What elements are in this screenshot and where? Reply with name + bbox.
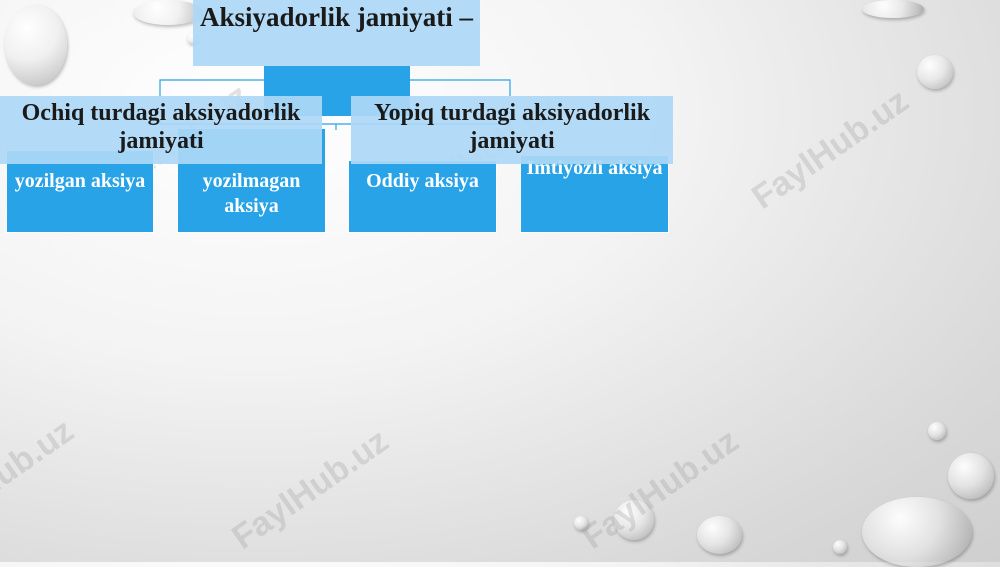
water-droplet bbox=[862, 497, 972, 567]
water-droplet bbox=[697, 516, 742, 554]
root-node: Aksiyadorlik jamiyati – bbox=[193, 0, 480, 66]
water-droplet bbox=[928, 422, 946, 440]
branch-node-label: Ochiq turdagi aksiyadorlik jamiyati bbox=[21, 100, 301, 154]
leaf-node-yozilmagan: yozilmagan aksiya bbox=[177, 128, 326, 233]
root-node-label: Aksiyadorlik jamiyati – bbox=[199, 2, 474, 32]
water-droplet bbox=[133, 0, 203, 25]
leaf-node-imtiyozli: Imtiyozli aksiya bbox=[520, 155, 669, 233]
leaf-node-oddiy: Oddiy aksiya bbox=[348, 160, 497, 233]
leaf-node-label: yozilmagan aksiya bbox=[202, 170, 301, 217]
water-droplet bbox=[614, 500, 654, 540]
branch-node-yopiq: Yopiq turdagi aksiyadorlik jamiyati bbox=[351, 96, 673, 164]
water-droplet bbox=[862, 0, 924, 18]
water-droplet bbox=[948, 453, 994, 499]
branch-node-label: Yopiq turdagi aksiyadorlik jamiyati bbox=[373, 100, 651, 154]
water-droplet bbox=[917, 55, 953, 89]
water-droplet bbox=[574, 516, 588, 530]
branch-node-ochiq: Ochiq turdagi aksiyadorlik jamiyati bbox=[0, 96, 322, 164]
leaf-node-label: Oddiy aksiya bbox=[366, 170, 479, 192]
water-droplet bbox=[5, 5, 67, 85]
leaf-node-label: yozilgan aksiya bbox=[14, 170, 146, 192]
water-droplet bbox=[833, 540, 847, 554]
